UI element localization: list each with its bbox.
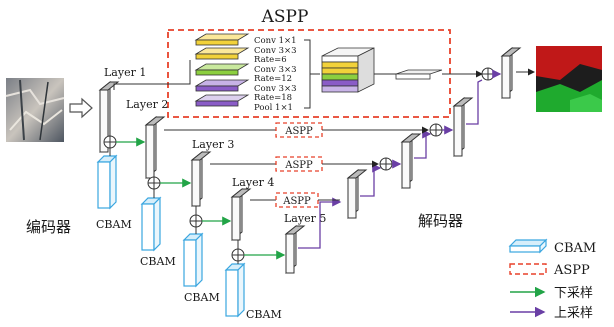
aspp-concat-stack bbox=[321, 47, 375, 93]
layer4-label: Layer 4 bbox=[232, 176, 274, 189]
aspp-branch-rate18 bbox=[194, 79, 250, 92]
layer2-label: Layer 2 bbox=[126, 98, 168, 111]
aspp-label-rate18: Rate=18 bbox=[254, 93, 292, 103]
cbam-label-1: CBAM bbox=[96, 218, 132, 231]
input-image bbox=[5, 78, 65, 142]
aspp-skip-label-3: ASPP bbox=[282, 196, 311, 207]
layer1-to-aspp-line bbox=[113, 60, 191, 90]
aspp-branch-conv1x1 bbox=[194, 33, 250, 46]
legend-upsample-label: 上采样 bbox=[554, 306, 593, 321]
decoder-block-4 bbox=[346, 168, 368, 220]
aspp-label-conv3x3-c: Conv 3×3 bbox=[254, 84, 297, 94]
upsample-arrow-1 bbox=[298, 197, 342, 249]
cbam-label-3: CBAM bbox=[184, 291, 220, 304]
layer5-label: Layer 5 bbox=[284, 212, 326, 225]
legend-cbam-label: CBAM bbox=[554, 241, 596, 256]
layer4-block bbox=[230, 187, 252, 242]
aspp-label-conv3x3-b: Conv 3×3 bbox=[254, 65, 297, 75]
aspp-label-conv3x3-a: Conv 3×3 bbox=[254, 46, 297, 56]
cbam-block-3 bbox=[182, 232, 204, 288]
aspp-label-pool: Pool 1×1 bbox=[254, 103, 293, 113]
encoder-label: 编码器 bbox=[26, 218, 71, 236]
cbam-block-4 bbox=[224, 262, 246, 318]
legend-downsample-label: 下采样 bbox=[554, 286, 593, 301]
upsample-arrow-4 bbox=[466, 79, 483, 125]
layer3-block bbox=[190, 150, 212, 208]
decoder-block-2 bbox=[452, 96, 474, 158]
cbam-label-4: CBAM bbox=[246, 308, 282, 321]
upsample-arrow-3 bbox=[414, 129, 432, 159]
layer2-block bbox=[144, 115, 166, 180]
aspp-branch-rate6 bbox=[194, 47, 250, 60]
input-arrow bbox=[69, 97, 93, 119]
legend-cbam-swatch bbox=[508, 238, 548, 254]
aspp-title: ASPP bbox=[261, 7, 309, 27]
aspp-label-rate6: Rate=6 bbox=[254, 55, 287, 65]
layer5-block bbox=[284, 224, 306, 275]
decoder-block-3 bbox=[400, 132, 422, 190]
aspp-branch-rate12 bbox=[194, 63, 250, 76]
legend-aspp-label: ASPP bbox=[553, 263, 590, 278]
layer1-label: Layer 1 bbox=[104, 66, 146, 79]
legend-aspp-swatch bbox=[509, 263, 547, 275]
aspp-label-rate12: Rate=12 bbox=[254, 74, 292, 84]
aspp-branch-pool bbox=[194, 94, 250, 107]
decoder-block-top bbox=[500, 46, 522, 100]
aspp-output-slab bbox=[395, 69, 443, 80]
upsample-arrow-2 bbox=[360, 163, 382, 197]
aspp-skip-label-1: ASPP bbox=[284, 126, 313, 137]
cbam-block-1 bbox=[96, 154, 118, 210]
cbam-label-2: CBAM bbox=[140, 255, 176, 268]
aspp-concat-bracket bbox=[304, 39, 320, 109]
legend: CBAM ASPP 下采样 上采样 bbox=[508, 238, 596, 321]
aspp-skip-label-2: ASPP bbox=[284, 160, 313, 171]
cbam-block-2 bbox=[140, 196, 162, 252]
layer3-label: Layer 3 bbox=[192, 138, 234, 151]
output-segmentation-map bbox=[536, 46, 602, 112]
aspp-label-conv1x1: Conv 1×1 bbox=[254, 36, 297, 46]
decoder-label: 解码器 bbox=[418, 212, 463, 230]
